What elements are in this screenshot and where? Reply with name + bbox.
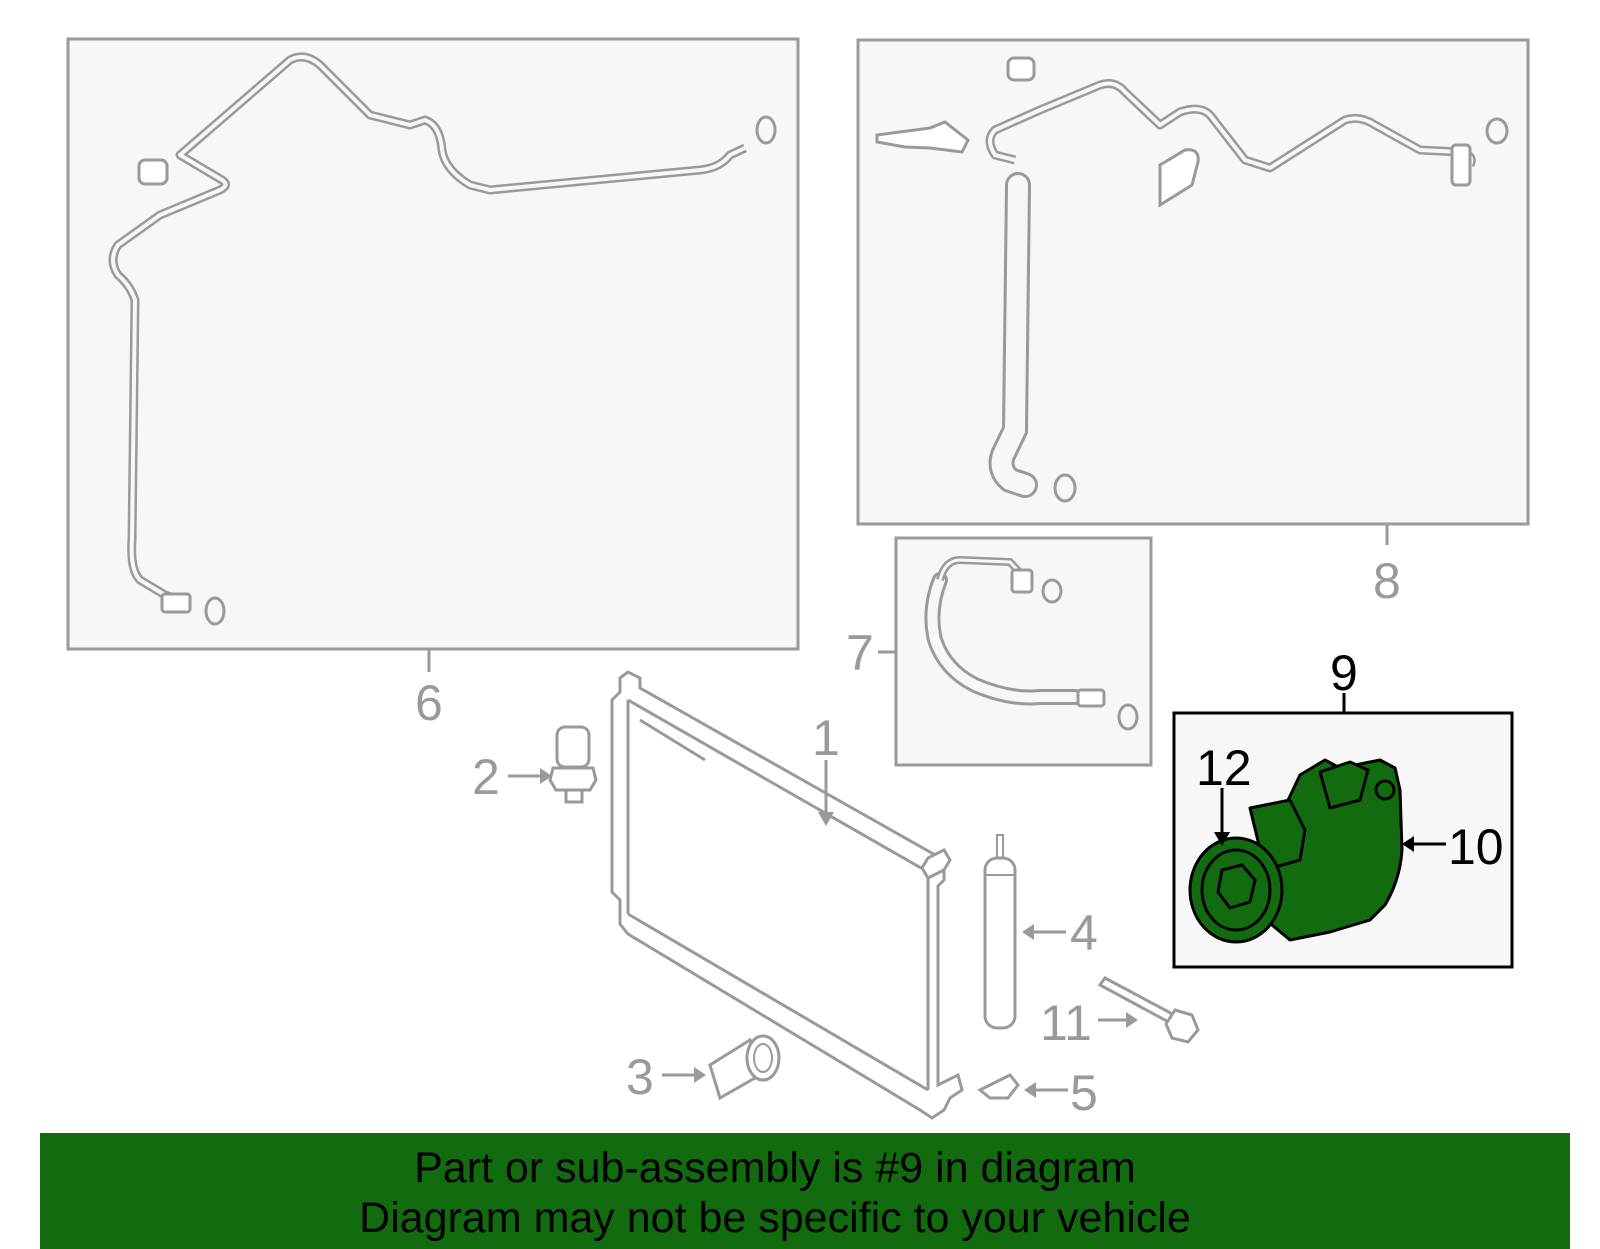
- callout-1: 1: [812, 710, 840, 766]
- part-6-fitting: [160, 592, 192, 614]
- part-8-oring-a: [1485, 117, 1509, 145]
- callout-2: 2: [472, 749, 500, 805]
- part-7-oring-b: [1117, 703, 1139, 731]
- callout-6: 6: [415, 675, 443, 731]
- part-11-bolt: 11: [1040, 976, 1200, 1051]
- part-9-group: 9 12 10: [1172, 645, 1514, 969]
- part-8-fitting: [1450, 143, 1472, 187]
- part-1-condenser: 1: [610, 670, 964, 1120]
- part-6-cap: [137, 158, 169, 186]
- part-7-fitting-a: [1010, 568, 1034, 594]
- banner-line-1: Part or sub-assembly is #9 in diagram: [414, 1144, 1136, 1192]
- part-6-box: [66, 37, 800, 651]
- callout-10: 10: [1448, 819, 1504, 875]
- callout-9: 9: [1330, 645, 1358, 701]
- part-8-clip: [1158, 148, 1200, 208]
- info-banner: Part or sub-assembly is #9 in diagram Di…: [40, 1133, 1570, 1249]
- part-8-cap: [1006, 56, 1036, 82]
- part-7-oring-a: [1041, 578, 1063, 604]
- callout-11: 11: [1040, 995, 1092, 1051]
- part-7-fitting-b: [1076, 688, 1106, 708]
- callout-8: 8: [1373, 553, 1401, 609]
- part-8-bracket: [875, 120, 970, 154]
- part-5-bracket: 5: [977, 1065, 1098, 1121]
- part-8-group: 8: [856, 38, 1530, 609]
- part-4-dryer: 4: [983, 834, 1098, 1030]
- part-6-oring-b: [755, 115, 777, 145]
- callout-4: 4: [1070, 905, 1098, 961]
- callout-5: 5: [1070, 1065, 1098, 1121]
- banner-line-2: Diagram may not be specific to your vehi…: [359, 1194, 1191, 1242]
- part-3-cap: 3: [626, 1034, 781, 1105]
- part-6-oring-a: [204, 596, 226, 626]
- compressor-highlight: [1188, 758, 1404, 944]
- callout-3: 3: [626, 1049, 654, 1105]
- part-6-group: 6: [66, 37, 800, 731]
- part-2-sensor: 2: [472, 725, 598, 805]
- callout-12: 12: [1196, 740, 1252, 796]
- part-8-box: [856, 38, 1530, 526]
- part-8-oring-b: [1053, 473, 1077, 503]
- callout-7: 7: [846, 625, 874, 681]
- part-7-group: 7: [846, 536, 1153, 767]
- condenser-frame: [610, 670, 964, 1120]
